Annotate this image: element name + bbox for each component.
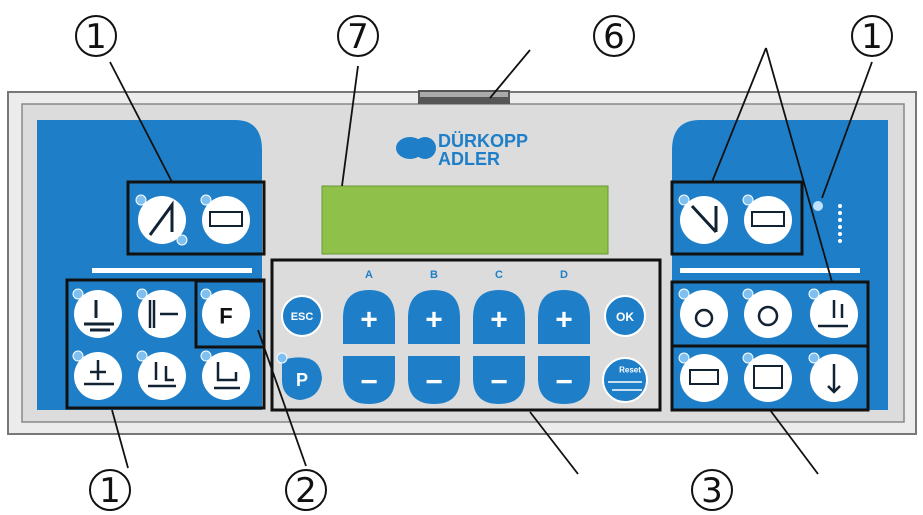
minus-d-button[interactable]: − [538,356,590,404]
col-label-a: A [365,269,373,281]
f-key-button[interactable]: F [200,288,250,338]
plus-c-button[interactable]: + [473,290,525,344]
abab-sequence-icon [209,211,243,227]
col-label-c: C [495,269,503,281]
svg-text:+: + [425,304,443,337]
callout-bottom-2: 2 [285,469,327,511]
svg-text:1: 1 [85,17,107,57]
stop-fc-icon [148,300,178,328]
foot-lift-icon [214,362,240,390]
svg-text:Reset: Reset [619,366,641,375]
plus-d-button[interactable]: + [538,290,590,344]
svg-text:+: + [360,304,378,337]
callout-bottom-3: 3 [691,469,733,511]
svg-text:−: − [425,366,443,399]
svg-text:+: + [490,304,508,337]
needle-position-button[interactable] [72,350,122,400]
seam-s1-s4-button[interactable] [742,352,792,402]
svg-text:1: 1 [99,471,121,511]
rotate-icon [757,305,779,327]
plus-a-button[interactable]: + [343,290,395,344]
group-right-top [670,180,804,256]
program-p1-icon [827,364,841,394]
group-left-top [126,180,266,256]
cd-reverse-button[interactable] [678,194,728,244]
rotate-button[interactable] [742,288,792,338]
svg-text:ADLER: ADLER [438,149,500,169]
seam-s1-s4-icon [753,365,783,389]
bobbin-count-icon [694,308,714,328]
svg-text:P: P [296,370,308,390]
abab-sequence-button[interactable] [200,194,250,244]
needle-cooling-icon [818,300,848,328]
esc-button[interactable]: ESC [281,295,323,337]
svg-text:OK: OK [616,310,634,324]
brand-logo: DÜRKOPP ADLER [396,131,528,169]
cdcd-sequence-button[interactable] [742,194,792,244]
presser-foot-button[interactable] [136,350,186,400]
svg-text:3: 3 [701,471,723,511]
led-indicator-column [813,201,842,243]
col-label-b: B [430,269,438,281]
thread-trim-icon [84,300,114,332]
cd-reverse-icon [690,204,718,234]
seam-s1-icon [689,369,719,385]
ok-button[interactable]: OK [604,295,646,337]
presser-foot-icon [148,362,176,388]
svg-text:−: − [360,366,378,399]
svg-text:2: 2 [295,471,317,511]
svg-text:6: 6 [603,17,625,57]
minus-c-button[interactable]: − [473,356,525,404]
needle-cooling-button[interactable] [808,288,858,338]
needle-position-icon [84,360,114,386]
leader-lines [109,47,873,475]
bobbin-count-button[interactable] [678,288,728,338]
callout-bottom-left: 1 [89,469,131,511]
group-f-key [194,279,266,349]
col-label-d: D [560,269,568,281]
svg-text:−: − [490,366,508,399]
seam-s1-button[interactable] [678,352,728,402]
stitch-reverse-icon [148,200,174,236]
program-p1-button[interactable] [808,352,858,402]
reset-button[interactable]: Reset [602,357,648,403]
foot-lift-button[interactable] [200,350,250,400]
stop-fc-button[interactable] [136,288,186,338]
p-button[interactable]: P [276,352,322,400]
callout-top-right-1: 1 [851,15,893,57]
svg-text:−: − [555,366,573,399]
svg-text:7: 7 [347,17,369,57]
stitch-reverse-button[interactable] [135,194,188,246]
svg-text:DÜRKOPP: DÜRKOPP [438,131,528,151]
minus-b-button[interactable]: − [408,356,460,404]
svg-text:1: 1 [861,17,883,57]
callout-top-center: 7 [337,15,379,57]
plus-b-button[interactable]: + [408,290,460,344]
group-keypad [270,258,662,412]
cdcd-sequence-icon [751,211,785,227]
thread-trim-button[interactable] [72,288,122,338]
minus-a-button[interactable]: − [343,356,395,404]
callout-top-6: 6 [593,15,635,57]
callout-top-left: 1 [75,15,117,57]
svg-text:ESC: ESC [291,311,314,323]
lcd-display [321,185,609,255]
f-key-label: F [219,304,232,329]
svg-text:+: + [555,304,573,337]
